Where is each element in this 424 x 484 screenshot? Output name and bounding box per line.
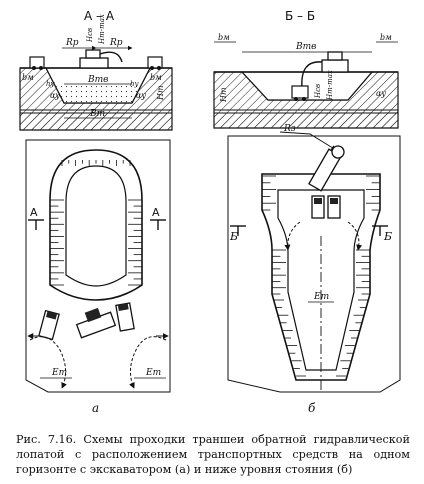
left-dim-ht: Hт xyxy=(156,85,165,101)
right-dim-btr: Bтв xyxy=(295,42,316,52)
left-dim-bm-right: bм xyxy=(150,73,162,82)
right-plan-excavator-icon xyxy=(308,145,345,192)
left-dim-rp-right: Rр xyxy=(109,38,123,48)
right-plan-ticks xyxy=(262,175,380,377)
right-dim-ht: Hт xyxy=(219,87,228,103)
left-et-left: Eт xyxy=(51,368,67,378)
right-dim-vert2: Hт-max xyxy=(326,70,334,101)
right-truck-icon xyxy=(147,56,163,70)
right-dim-bm-right: bм xyxy=(380,33,392,42)
right-dim-rz: Rз xyxy=(283,124,296,134)
left-dim-vert2: Hт-max xyxy=(98,14,106,45)
figure-caption: Рис. 7.16. Схемы проходки траншеи обратн… xyxy=(16,433,410,476)
left-cut-mark-a-right: А xyxy=(152,206,160,219)
left-dim-btr: Bтв xyxy=(87,75,108,85)
right-excavator-icon xyxy=(301,51,349,89)
left-dim-hy: hy xyxy=(46,80,56,88)
right-section-title: Б – Б xyxy=(285,9,315,23)
left-truck-icon xyxy=(29,56,45,70)
right-sub-label: б xyxy=(308,401,316,415)
left-dim-bm: bм xyxy=(22,73,34,82)
left-plan-trench-inner xyxy=(65,165,127,287)
left-excavator-icon xyxy=(79,49,123,69)
right-plan-truck-2-icon xyxy=(327,195,341,219)
left-plan-truck-right-icon xyxy=(115,302,135,332)
right-dim-vert1: Hсв xyxy=(314,84,322,99)
right-plan-truck-1-icon xyxy=(311,195,325,219)
left-dim-bt: Bт xyxy=(89,109,105,119)
right-dim-bm: bм xyxy=(218,33,230,42)
left-plan-trench-outer xyxy=(49,149,143,301)
left-plan-excavator-icon xyxy=(75,307,117,339)
right-plan-trench-outer xyxy=(261,173,381,381)
right-dim-alpha: αy xyxy=(376,89,386,98)
left-plan-view: А А Eт Eт а xyxy=(25,139,171,415)
left-cut-mark-a: А xyxy=(30,206,38,219)
left-section-view: А – А Rр Rр Hсв Hт-max bм bм xyxy=(19,9,173,131)
left-dim-rp: Rр xyxy=(65,38,79,48)
right-plan-view: Rз Б Б Eт б xyxy=(227,124,401,415)
left-dim-alpha-right: αy xyxy=(136,91,146,100)
right-section-view: Б – Б bм bм Bтв Hт αy Hсв Hт-max xyxy=(213,9,399,129)
left-plan-truck-left-icon xyxy=(38,309,60,341)
left-et-right: Eт xyxy=(145,368,161,378)
left-dim-alpha: αy xyxy=(50,91,60,100)
right-et: Eт xyxy=(313,292,329,302)
right-cut-mark-b: Б xyxy=(229,230,238,243)
left-section-title: А – А xyxy=(84,9,115,23)
left-plan-ticks xyxy=(50,160,142,286)
right-plan-trench-inner xyxy=(277,189,365,371)
left-dim-hy-right: hy xyxy=(130,80,140,88)
left-trench-fill xyxy=(56,86,141,103)
left-sub-label: а xyxy=(92,401,99,415)
right-truck-icon xyxy=(291,85,309,101)
right-cut-mark-b-right: Б xyxy=(383,230,392,243)
left-dim-vert1: Hсв xyxy=(86,28,94,43)
trench-diagram: А – А Rр Rр Hсв Hт-max bм bм xyxy=(19,9,401,415)
